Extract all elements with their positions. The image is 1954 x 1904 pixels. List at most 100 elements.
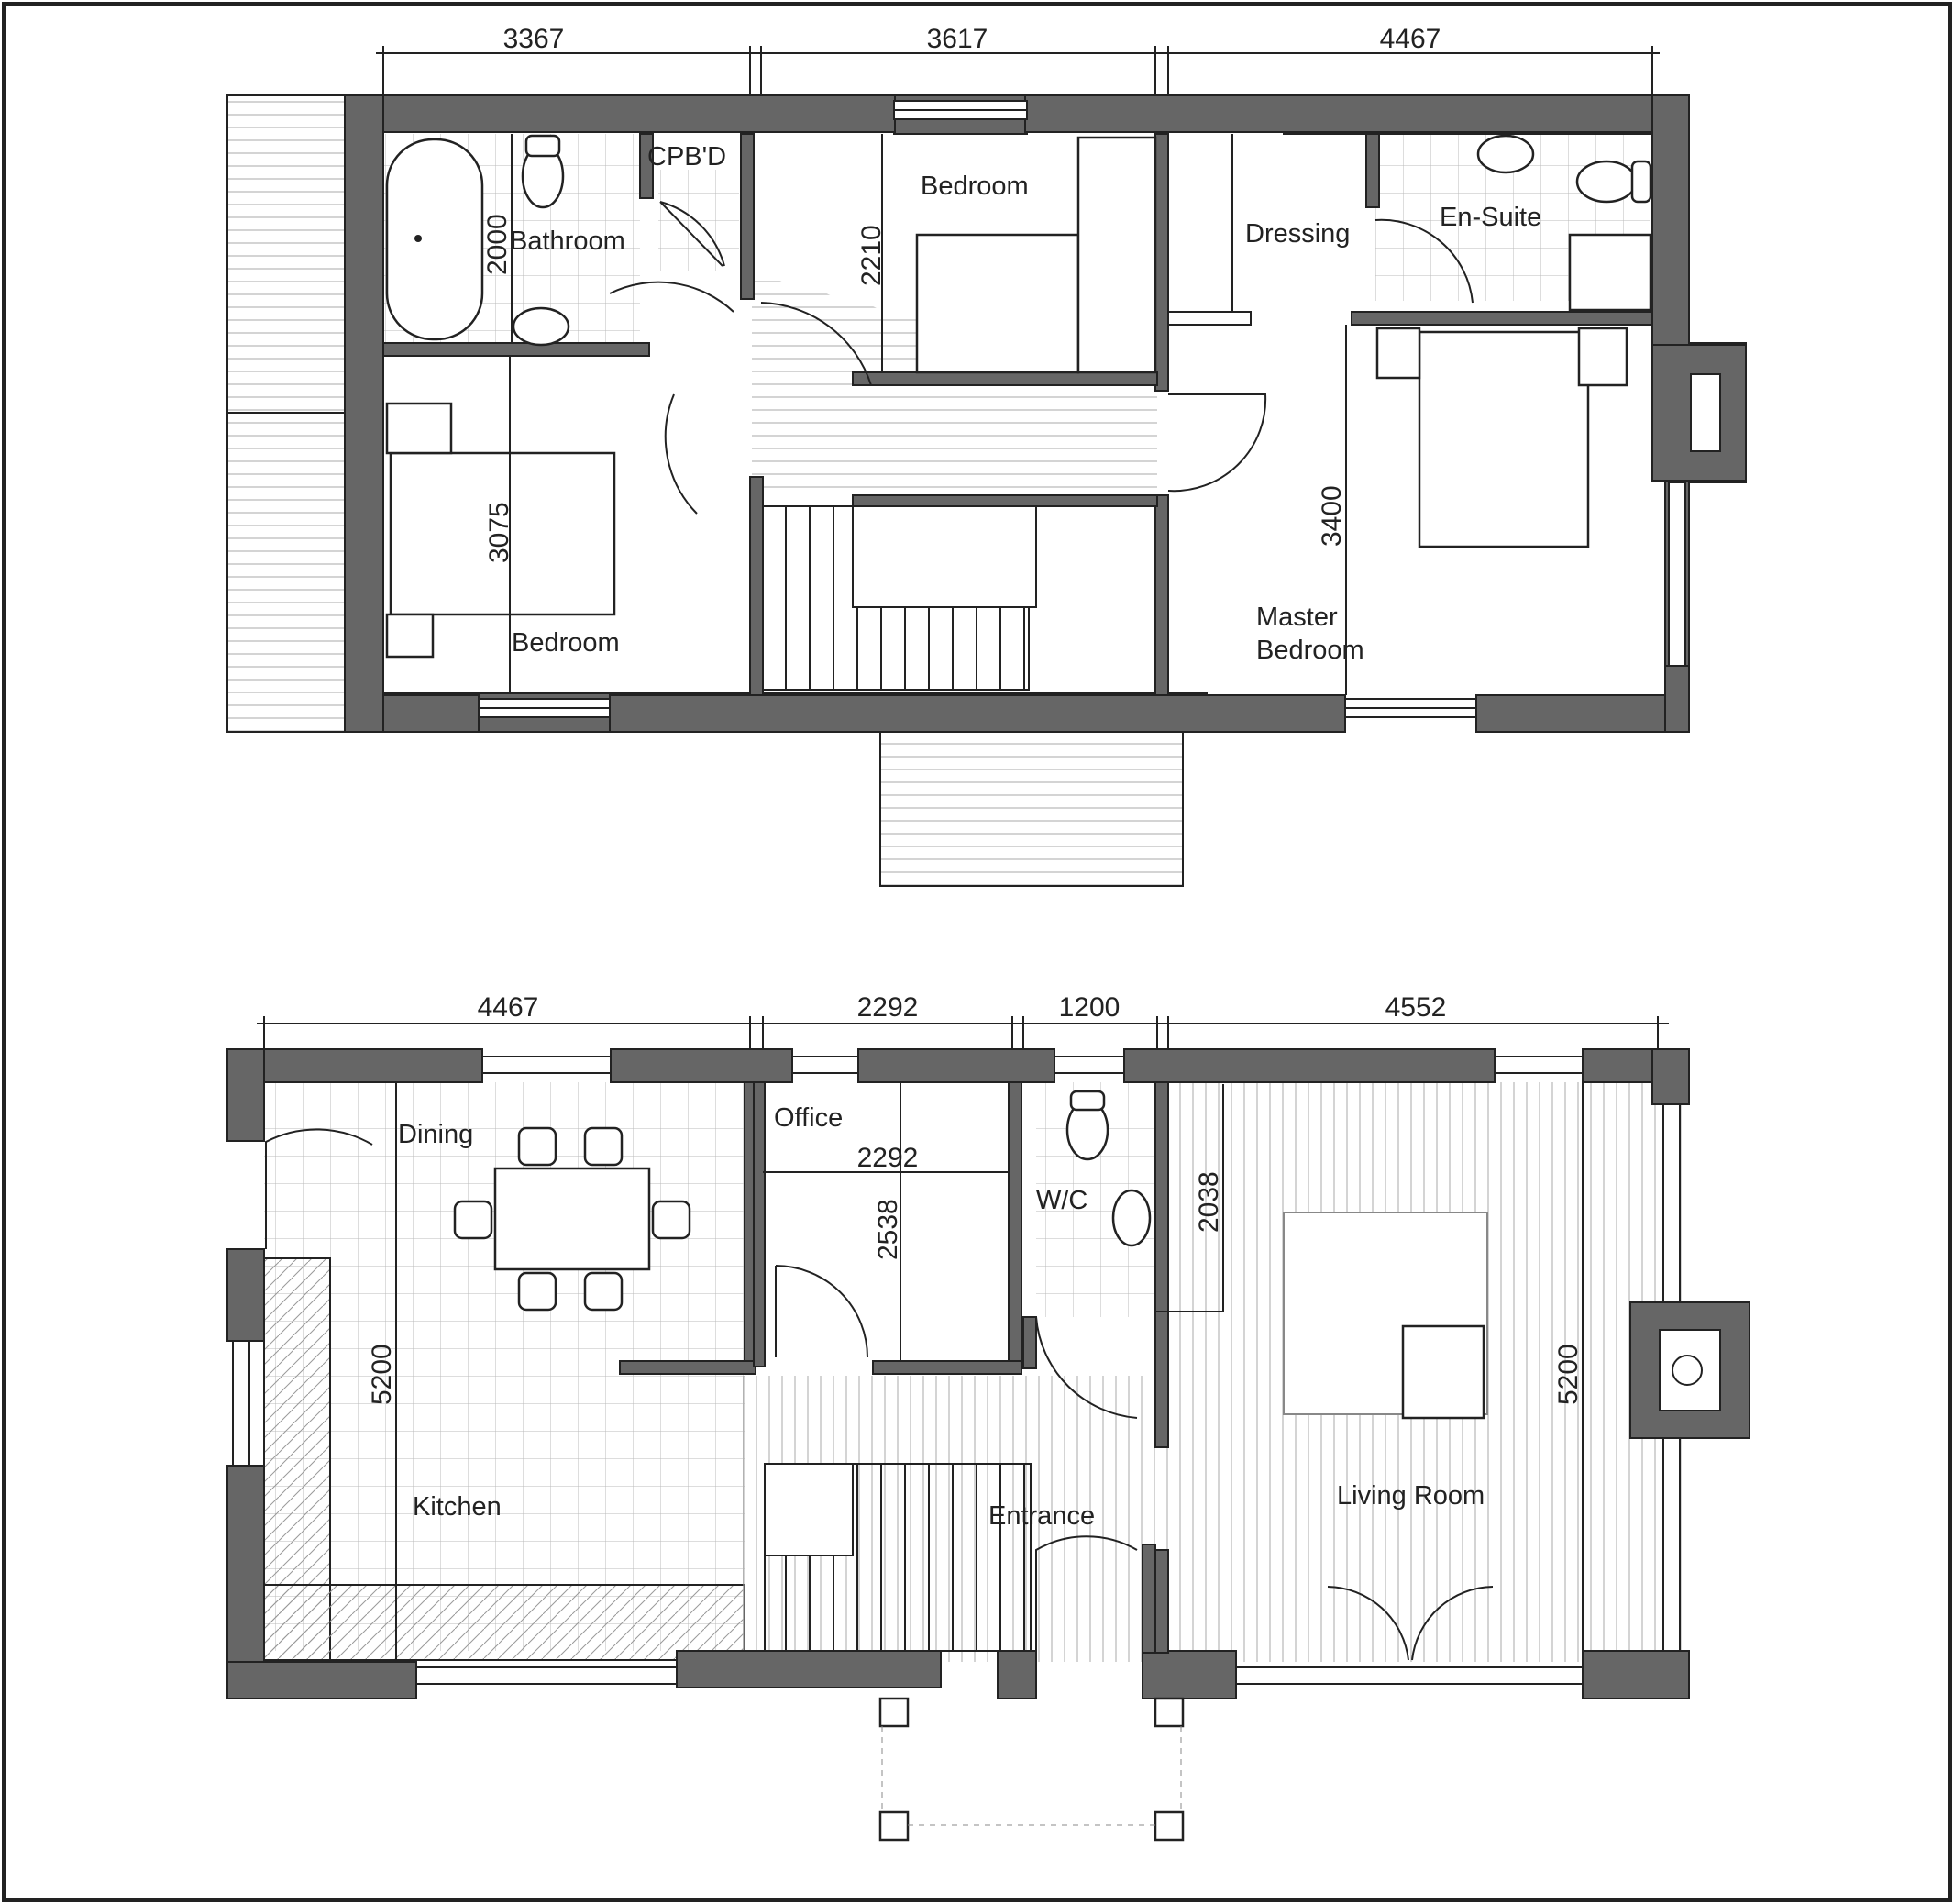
- ground-floor-plan: [226, 1016, 1750, 1842]
- basin-wc: [1111, 1189, 1152, 1247]
- wall-living-left-bottom: [1154, 1549, 1169, 1654]
- nightstand-master-1: [1375, 327, 1421, 380]
- wall-bath-bedroom: [382, 342, 650, 357]
- dim-bedroom-left: 3075: [484, 502, 514, 563]
- kitchen-counter-bottom: [263, 1584, 745, 1661]
- upper-top-wall-left: [344, 94, 896, 133]
- master-bed: [1418, 330, 1590, 548]
- wall-cupboard-right: [740, 133, 755, 300]
- ground-stair-core: [764, 1463, 854, 1556]
- upper-top-wall-right: [1024, 94, 1690, 133]
- upper-bottom-wall-mid: [609, 694, 1346, 733]
- ground-doors: [265, 1128, 1494, 1661]
- room-label-dressing: Dressing: [1245, 219, 1350, 249]
- room-label-dining: Dining: [398, 1120, 473, 1149]
- ground-bottom-wall-1: [226, 1661, 417, 1699]
- ground-top-wall-3: [857, 1048, 1055, 1083]
- room-label-en-suite: En-Suite: [1440, 203, 1541, 232]
- room-label-office: Office: [774, 1103, 843, 1133]
- nightstand-left-2: [385, 613, 435, 659]
- cupboard-floor: [658, 170, 739, 271]
- dining-table: [493, 1167, 651, 1271]
- front-deck: [879, 731, 1184, 887]
- ground-dim-1: 4467: [478, 992, 539, 1023]
- ground-dim-2: 2292: [857, 992, 919, 1023]
- wardrobe-top: [1076, 136, 1157, 374]
- ground-top-wall-2: [610, 1048, 793, 1083]
- dim-bedroom-top: 2210: [856, 225, 887, 286]
- coffee-table: [1401, 1324, 1485, 1420]
- room-label-wc: W/C: [1036, 1186, 1087, 1215]
- ground-dimension-lines: [257, 1016, 1669, 1662]
- ground-right-wall-top: [1651, 1048, 1690, 1105]
- room-label-master-2: Bedroom: [1256, 636, 1364, 665]
- room-label-bathroom: Bathroom: [510, 227, 625, 256]
- ground-bottom-wall-5: [1582, 1650, 1690, 1699]
- upper-dim-3: 4467: [1380, 24, 1441, 54]
- bed-left: [389, 451, 616, 616]
- upper-dimension-lines: [376, 46, 1660, 695]
- toilet-ensuite: [1575, 160, 1638, 204]
- wall-office-right: [1008, 1081, 1022, 1367]
- room-label-master-1: Master: [1256, 603, 1338, 632]
- ground-bottom-wall-3: [997, 1650, 1037, 1699]
- wall-bedroom-dressing: [1154, 133, 1169, 392]
- ground-left-wall-top: [226, 1048, 265, 1142]
- dim-office-width: 2292: [857, 1143, 919, 1173]
- ground-dim-3: 1200: [1059, 992, 1121, 1023]
- upper-doors: [609, 201, 1474, 515]
- bed-top: [915, 233, 1080, 374]
- dim-office-depth: 2538: [873, 1199, 903, 1260]
- wall-bedroom-top-bottom: [852, 371, 1158, 386]
- upper-furniture: [385, 134, 1652, 659]
- upper-dim-1: 3367: [503, 24, 565, 54]
- nightstand-left: [385, 402, 453, 455]
- ground-bottom-wall-4: [1142, 1650, 1237, 1699]
- upper-floor-plan: [226, 46, 1747, 887]
- ground-windows: [232, 1056, 1681, 1685]
- room-label-bedroom-top: Bedroom: [921, 172, 1029, 201]
- wall-office-left: [753, 1081, 766, 1367]
- upper-bottom-wall-right: [1475, 694, 1690, 733]
- upper-left-wall: [344, 94, 384, 733]
- room-label-entrance: Entrance: [988, 1501, 1095, 1531]
- ground-bottom-wall-2: [676, 1650, 942, 1688]
- ground-furniture: [453, 1090, 1488, 1420]
- upper-stair-core: [852, 505, 1037, 608]
- wall-stair-left: [749, 476, 764, 696]
- wall-ensuite-bottom: [1351, 311, 1653, 326]
- wall-wc-right: [1154, 1081, 1169, 1325]
- basin-bathroom: [512, 306, 570, 347]
- wall-living-left: [1154, 1311, 1169, 1448]
- dim-bathroom: 2000: [482, 214, 513, 275]
- wall-entrance-bottom-left: [1142, 1544, 1156, 1654]
- upper-right-wall-lower: [1664, 665, 1690, 733]
- dressing-shelf: [1167, 311, 1252, 326]
- fireplace-flue: [1672, 1355, 1703, 1386]
- room-label-bedroom-left: Bedroom: [512, 628, 620, 658]
- room-label-kitchen: Kitchen: [413, 1492, 502, 1522]
- wall-stair-top: [852, 494, 1158, 507]
- wall-wc-left: [1022, 1316, 1037, 1369]
- wall-dining-bottom: [619, 1360, 756, 1375]
- dim-wc: 2038: [1194, 1171, 1224, 1233]
- chimney-flue: [1690, 373, 1721, 452]
- dim-master: 3400: [1317, 485, 1347, 547]
- room-label-cupboard: CPB'D: [647, 142, 726, 172]
- dim-living: 5200: [1553, 1344, 1584, 1405]
- ground-top-wall-1: [226, 1048, 483, 1083]
- nightstand-master-2: [1577, 327, 1628, 387]
- upper-windows: [478, 100, 1686, 718]
- ground-left-wall-mid: [226, 1248, 265, 1342]
- wall-office-bottom: [872, 1360, 1022, 1375]
- room-label-living-room: Living Room: [1337, 1481, 1485, 1511]
- dim-kitchen: 5200: [367, 1344, 397, 1405]
- shower-tray: [1568, 233, 1652, 312]
- upper-dim-2: 3617: [927, 24, 988, 54]
- porch-columns: [878, 1697, 1185, 1842]
- wall-landing-master: [1154, 494, 1169, 696]
- wall-ensuite: [1365, 133, 1380, 208]
- basin-ensuite: [1476, 134, 1535, 174]
